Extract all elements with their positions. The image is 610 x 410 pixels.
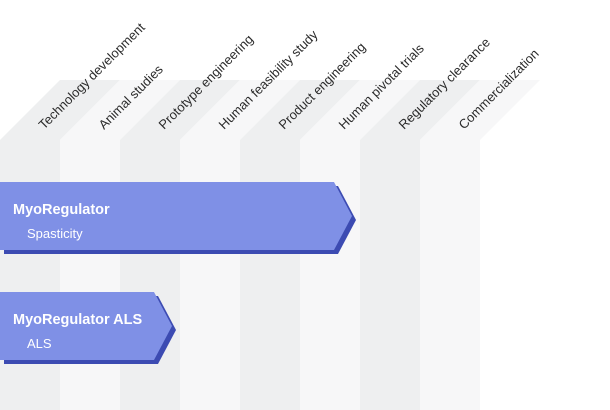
program-bar-shape: [0, 292, 176, 364]
program-bar-myoregulator-als: MyoRegulator ALS ALS: [0, 292, 178, 366]
program-bar-shape: [0, 182, 356, 254]
program-indication: Spasticity: [27, 226, 83, 241]
program-indication: ALS: [27, 336, 52, 351]
program-bar-fill: [0, 182, 352, 250]
program-name: MyoRegulator ALS: [13, 312, 143, 328]
program-bar-fill: [0, 292, 172, 360]
program-name: MyoRegulator: [13, 202, 110, 218]
stage-column-commercialization: [420, 80, 540, 410]
